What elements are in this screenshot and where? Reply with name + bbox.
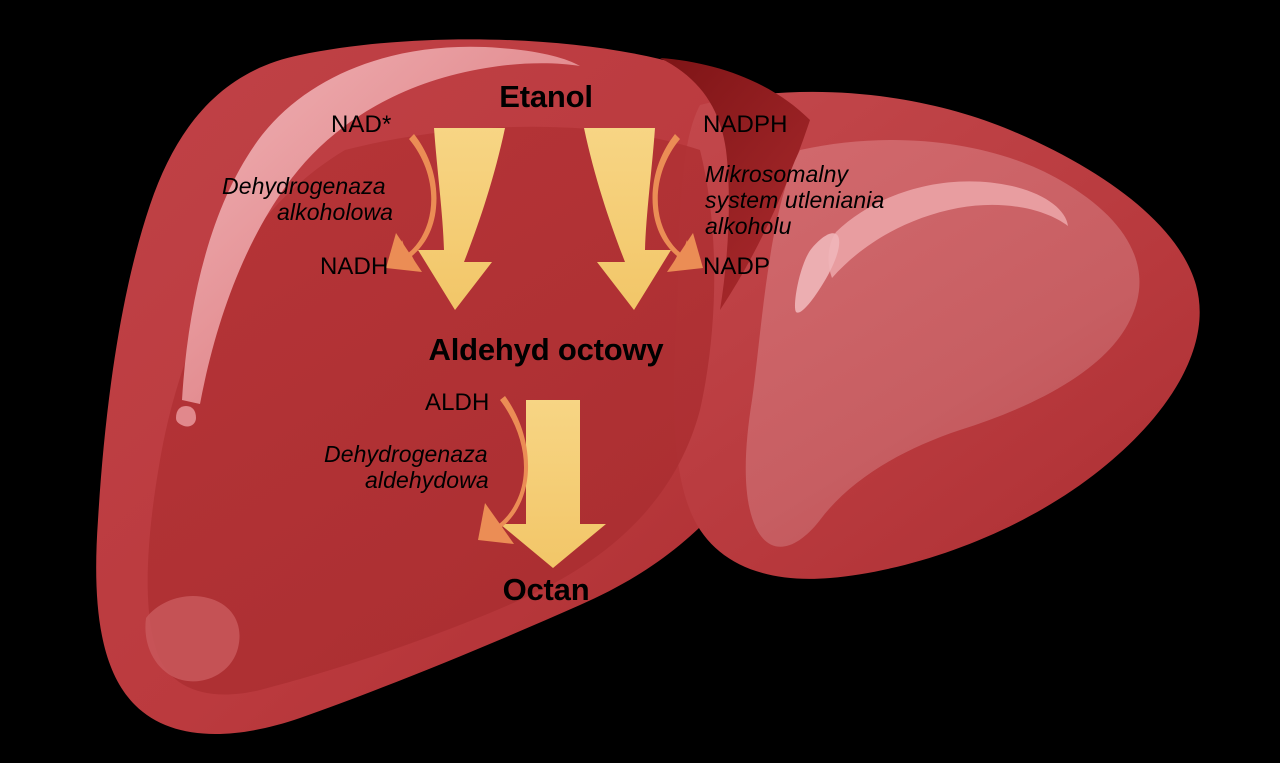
left-main-arrow bbox=[418, 128, 505, 310]
cofactor-label-aldh: ALDH bbox=[425, 389, 490, 416]
enzyme-label-meos-line1: Mikrosomalny bbox=[705, 161, 849, 187]
cofactor-label-nadp: NADP bbox=[703, 253, 771, 280]
enzyme-label-meos-line2: system utleniania bbox=[705, 187, 885, 213]
enzyme-label-aldehyde-dehydrogenase-line1: Dehydrogenaza bbox=[324, 441, 488, 467]
node-label-acetate: Octan bbox=[502, 572, 590, 607]
liver-lobe-notch-shadow bbox=[660, 58, 810, 310]
cofactor-label-nad: NAD* bbox=[331, 111, 392, 138]
node-label-acetaldehyde: Aldehyd octowy bbox=[428, 332, 664, 367]
right-main-arrow bbox=[584, 128, 671, 310]
liver-right-lobe-crescent-highlight bbox=[794, 181, 1068, 313]
node-label-ethanol: Etanol bbox=[499, 79, 593, 114]
cofactor-label-nadh: NADH bbox=[320, 253, 389, 280]
liver-center-shadow bbox=[147, 126, 715, 695]
left-cofactor-arrow bbox=[386, 134, 437, 272]
enzyme-label-aldehyde-dehydrogenase-line2: aldehydowa bbox=[365, 467, 489, 493]
liver-edge-highlight bbox=[176, 46, 580, 427]
bottom-cofactor-arrow bbox=[478, 396, 529, 544]
liver-lower-left-highlight bbox=[145, 596, 240, 682]
enzyme-label-meos-line3: alkoholu bbox=[705, 213, 792, 239]
bottom-main-arrow bbox=[500, 400, 606, 568]
right-cofactor-arrow bbox=[652, 134, 703, 272]
cofactor-label-nadph: NADPH bbox=[703, 111, 788, 138]
enzyme-label-alcohol-dehydrogenase-line2: alkoholowa bbox=[277, 199, 394, 225]
enzyme-label-alcohol-dehydrogenase-line1: Dehydrogenaza bbox=[222, 173, 386, 199]
